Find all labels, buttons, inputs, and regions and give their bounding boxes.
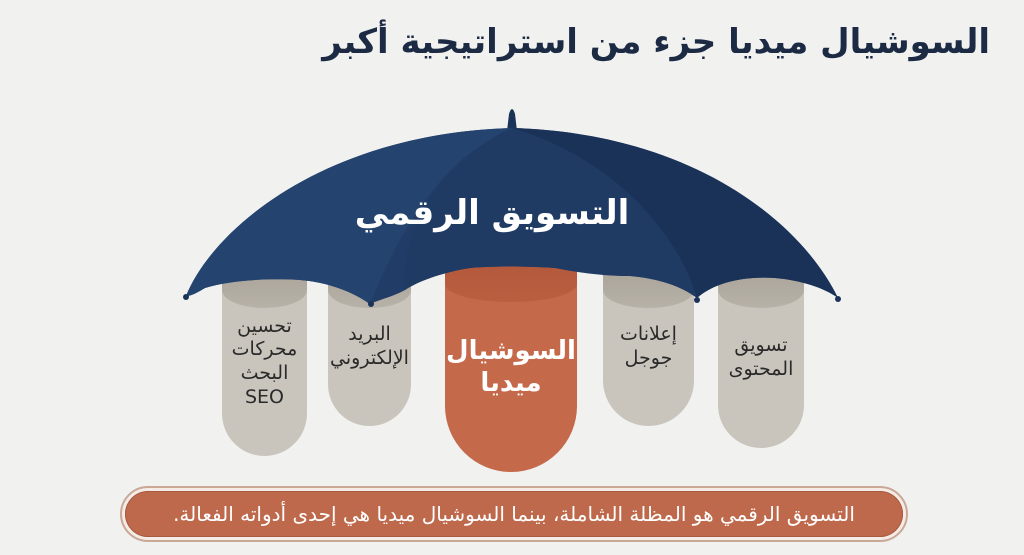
pillar-line: الإلكتروني xyxy=(330,347,409,369)
pillar-label-seo: تحسين محركات البحث SEO xyxy=(226,315,304,410)
pillar-line: السوشيال xyxy=(446,335,576,366)
pillar-seo: تحسين محركات البحث SEO xyxy=(222,268,307,456)
pillar-line: تسويق xyxy=(734,334,788,357)
pillar-line: المحتوى xyxy=(728,358,794,380)
pillar-label-email: البريد الإلكتروني xyxy=(328,323,411,371)
pillar-line: ميديا xyxy=(480,368,542,398)
pillar-line: البريد xyxy=(348,323,391,346)
pillar-google-ads: إعلانات جوجل xyxy=(603,268,694,426)
pillar-line: SEO xyxy=(244,385,285,408)
pillar-line: جوجل xyxy=(624,347,673,369)
umbrella-label: التسويق الرقمي xyxy=(354,193,630,233)
pillar-line: البحث xyxy=(240,362,289,384)
pillar-label-social: السوشيال ميديا xyxy=(445,335,577,400)
page-title: السوشيال ميديا جزء من استراتيجية أكبر xyxy=(322,22,990,62)
pillar-label-google-ads: إعلانات جوجل xyxy=(614,323,683,371)
pillar-line: محركات xyxy=(231,338,298,361)
pillar-label-content: تسويق المحتوى xyxy=(723,334,800,382)
umbrella-tip xyxy=(507,109,517,131)
summary-banner: التسويق الرقمي هو المظلة الشاملة، بينما … xyxy=(120,486,908,542)
pillar-line: إعلانات xyxy=(620,323,677,346)
summary-banner-text: التسويق الرقمي هو المظلة الشاملة، بينما … xyxy=(125,491,903,537)
pillar-line: تحسين xyxy=(237,314,292,337)
pillar-social-media: السوشيال ميديا xyxy=(445,262,577,472)
pillar-shadow xyxy=(445,262,577,302)
